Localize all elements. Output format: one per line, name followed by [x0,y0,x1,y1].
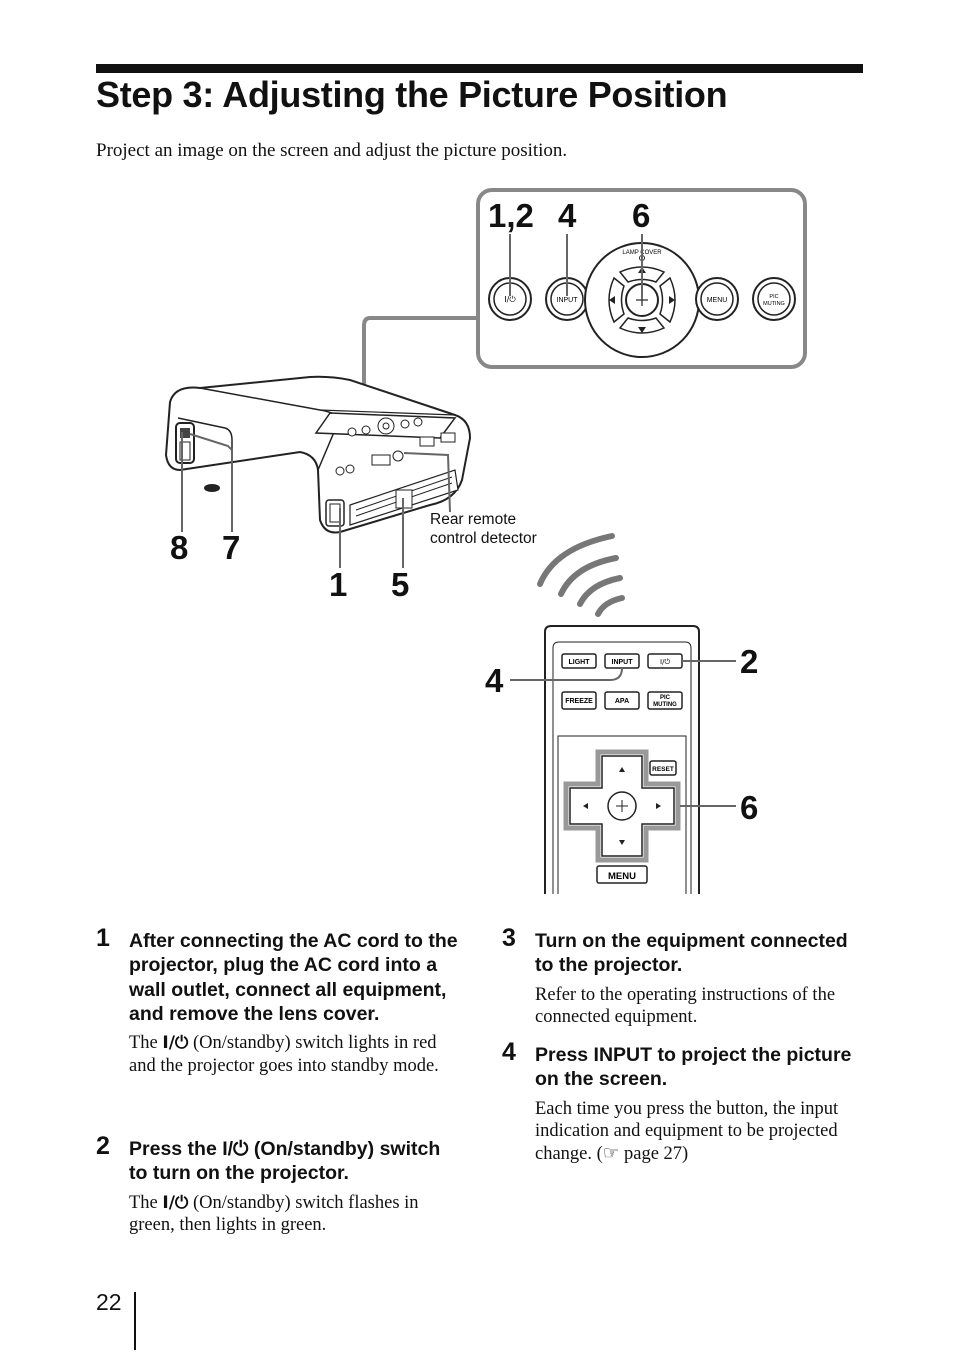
intro-text: Project an image on the screen and adjus… [96,140,568,161]
title-rule [96,64,863,73]
page-number: 22 [96,1289,122,1315]
step-heading: After connecting the AC cord to the proj… [129,930,458,1025]
svg-text:MUTING: MUTING [653,702,677,708]
remote-input-label: INPUT [612,659,634,666]
panel-input-label: INPUT [557,297,579,304]
step-body: Refer to the operating instructions of t… [535,984,836,1028]
control-panel-inset: I/⏻ INPUT LAMP COVER [362,188,807,418]
page-title: Step 3: Adjusting the Picture Position [96,74,728,115]
projector-body [164,375,472,568]
panel-power-label: I/⏻ [504,295,516,304]
step-heading: Turn on the equipment connected to the p… [535,930,848,977]
callout-panel-1-2: 1,2 [488,197,534,234]
svg-text:PIC: PIC [769,294,778,300]
power-symbol-icon: I/⏻ [222,1138,249,1160]
svg-text:MUTING: MUTING [763,301,785,307]
remote-control: LIGHT INPUT I/⏻ FREEZE APA PIC MUTING RE… [510,625,736,894]
page-number-bar [134,1292,136,1350]
step-body: The I/⏻ (On/standby) switch flashes in g… [129,1192,419,1236]
callout-remote-4: 4 [485,662,504,699]
remote-freeze-label: FREEZE [565,698,593,705]
callout-proj-1: 1 [329,566,348,603]
power-symbol-icon: I/⏻ [162,1033,189,1054]
step-number: 1 [96,924,110,952]
remote-reset-label: RESET [652,766,674,773]
callout-panel-6: 6 [632,197,651,234]
svg-text:PIC: PIC [660,695,671,701]
callout-proj-5: 5 [391,566,410,603]
panel-menu-label: MENU [707,297,728,304]
step-number: 4 [502,1038,516,1066]
callout-panel-4: 4 [558,197,577,234]
step-body: Each time you press the button, the inpu… [535,1098,839,1164]
step-heading: Press the I/⏻ (On/standby) switch to tur… [129,1138,441,1185]
callout-proj-7: 7 [222,529,241,566]
signal-waves [537,533,625,617]
callout-proj-8: 8 [170,529,189,566]
step-body: The I/⏻ (On/standby) switch lights in re… [129,1033,439,1076]
step-heading: Press INPUT to project the picture on th… [535,1044,852,1091]
remote-power-label: I/⏻ [660,658,670,666]
step-number: 3 [502,924,516,952]
step-3: 3 Turn on the equipment connected to the… [502,924,865,1029]
remote-light-label: LIGHT [569,659,591,666]
remote-apa-label: APA [615,698,629,705]
panel-menu-button: MENU [695,277,739,321]
step-number: 2 [96,1132,110,1160]
step-1: 1 After connecting the AC cord to the pr… [96,924,459,1077]
callout-remote-6: 6 [740,789,759,826]
projector-diagram: I/⏻ INPUT LAMP COVER [164,188,807,894]
remote-menu-label: MENU [608,871,636,882]
callout-remote-2: 2 [740,643,759,680]
step-2: 2 Press the I/⏻ (On/standby) switch to t… [96,1132,459,1237]
panel-pic-muting-button: PIC MUTING [752,277,796,321]
power-symbol-icon: I/⏻ [162,1192,189,1213]
step-4: 4 Press INPUT to project the picture on … [502,1038,865,1165]
rear-detector-label: Rear remote control detector [430,511,537,547]
